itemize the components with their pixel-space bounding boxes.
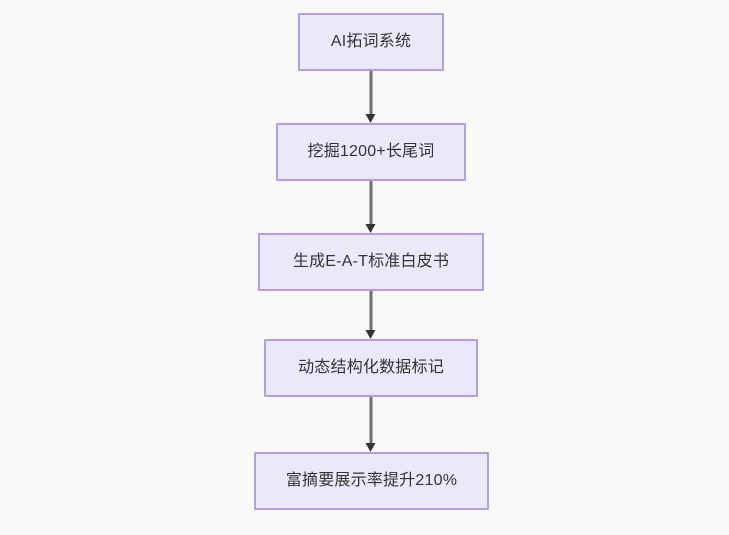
node-label: 动态结构化数据标记 [298, 359, 444, 377]
arrowhead-icon [365, 330, 376, 339]
edge-line [369, 397, 373, 444]
edge-line [369, 291, 373, 331]
node-label: 挖掘1200+长尾词 [307, 143, 435, 161]
flowchart-node-rich-snippet-rate[interactable]: 富摘要展示率提升210% [254, 452, 489, 510]
flowchart-node-structured-data-markup[interactable]: 动态结构化数据标记 [264, 339, 478, 397]
node-label: 生成E-A-T标准白皮书 [292, 253, 450, 271]
flowchart-node-longtail-keywords[interactable]: 挖掘1200+长尾词 [276, 123, 466, 181]
arrowhead-icon [365, 114, 376, 123]
flowchart-node-eat-whitepaper[interactable]: 生成E-A-T标准白皮书 [258, 233, 484, 291]
arrowhead-icon [365, 224, 376, 233]
node-label: 富摘要展示率提升210% [285, 472, 458, 490]
edge-line [369, 71, 373, 115]
edge-line [369, 181, 373, 225]
arrowhead-icon [365, 443, 376, 452]
flowchart-node-ai-keyword-system[interactable]: AI拓词系统 [298, 13, 444, 71]
node-label: AI拓词系统 [330, 33, 412, 51]
